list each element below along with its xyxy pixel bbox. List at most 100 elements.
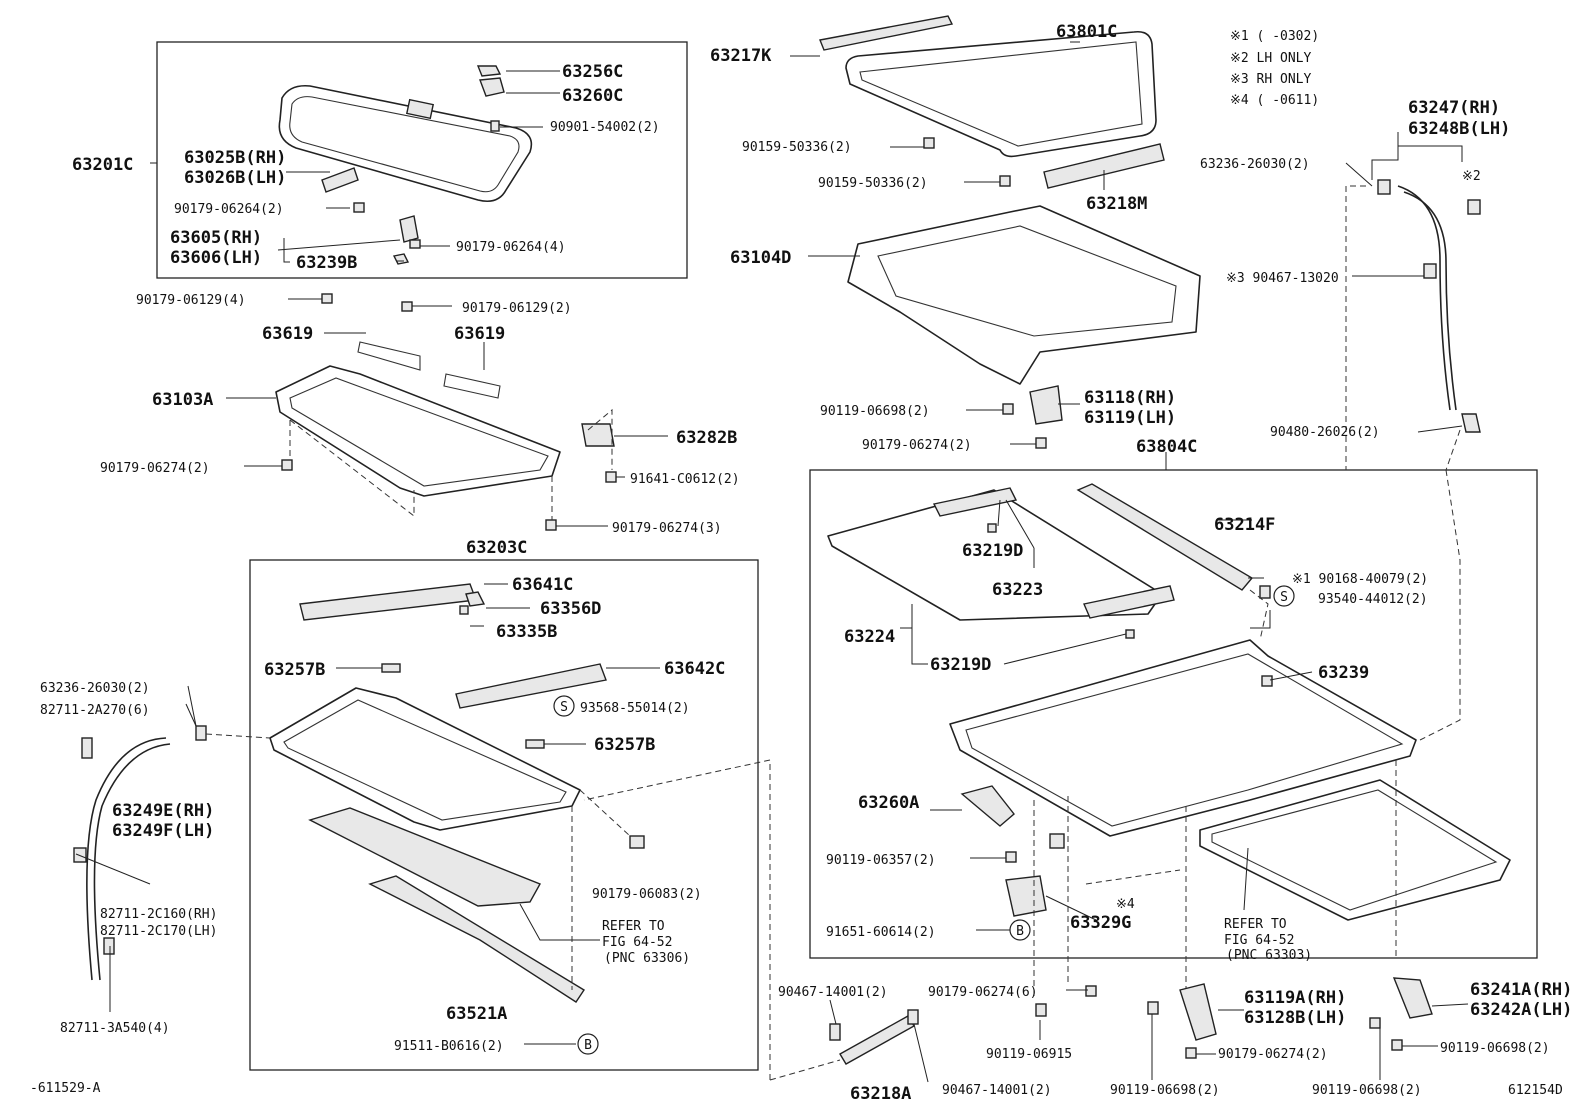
- label-63214F: 63214F: [1214, 515, 1275, 535]
- dash-left-hose: [205, 733, 271, 739]
- label-63218A: 63218A: [850, 1084, 911, 1099]
- label-63217K: 63217K: [710, 46, 772, 66]
- label-63218M: 63218M: [1086, 194, 1147, 214]
- label-63241A: 63241A(RH): [1470, 980, 1572, 1000]
- label-82711-2C160: 82711-2C160(RH): [100, 907, 217, 922]
- label-63249F: 63249F(LH): [112, 821, 214, 841]
- label-90168-40079: ※1 90168-40079(2): [1292, 572, 1428, 587]
- label-82711-2A270: 82711-2A270(6): [40, 703, 150, 718]
- label-90119-06698-d: 90119-06698(2): [1440, 1041, 1550, 1056]
- frame-assembly-drawing: [949, 585, 1511, 921]
- note-4: ※4 ( -0611): [1230, 93, 1319, 108]
- drain-hose-left-drawing: [73, 725, 207, 981]
- label-63119A: 63119A(RH): [1244, 988, 1346, 1008]
- label-63249E: 63249E(RH): [112, 801, 214, 821]
- label-90467-14001-b: 90467-14001(2): [942, 1083, 1052, 1098]
- ref-63303-line3: (PNC 63303): [1226, 948, 1312, 963]
- dashes-63103A: [289, 408, 613, 520]
- note-1: ※1 ( -0302): [1230, 29, 1319, 44]
- group-box-63804C: [809, 469, 1538, 959]
- bracket-63025B-drawing: [321, 167, 421, 265]
- label-90179-06274-2c: 90179-06274(2): [1218, 1047, 1328, 1062]
- label-63239: 63239: [1318, 663, 1369, 683]
- label-90179-06274-6: 90179-06274(6): [928, 985, 1038, 1000]
- handle-63256C-drawing: [476, 65, 505, 132]
- label-90179-06274-2a: 90179-06274(2): [100, 461, 210, 476]
- label-63248B: 63248B(LH): [1408, 119, 1510, 139]
- note-3: ※3 RH ONLY: [1230, 72, 1312, 87]
- label-82711-2C170: 82711-2C170(LH): [100, 924, 217, 939]
- label-63203C: 63203C: [466, 538, 527, 558]
- label-63242A: 63242A(LH): [1470, 1000, 1572, 1020]
- label-90119-06915: 90119-06915: [986, 1047, 1072, 1062]
- label-90119-06698-b: 90119-06698(2): [1110, 1083, 1220, 1098]
- drain-hose-right-drawing: [1377, 179, 1481, 433]
- marker-b-91651: B: [1009, 919, 1031, 941]
- marker-s-93568: S: [553, 695, 575, 717]
- ref-63303-line2: FIG 64-52: [1224, 933, 1294, 948]
- label-63335B: 63335B: [496, 622, 557, 642]
- label-63641C: 63641C: [512, 575, 573, 595]
- label-63282B: 63282B: [676, 428, 737, 448]
- label-63619-a: 63619: [262, 324, 313, 344]
- label-63026B: 63026B(LH): [184, 168, 286, 188]
- label-90179-06129-2: 90179-06129(2): [462, 301, 572, 316]
- housing-63104D-drawing: [847, 205, 1201, 449]
- svg-text:B: B: [1016, 924, 1024, 939]
- label-63239B: 63239B: [296, 253, 357, 273]
- label-93540-44012: 93540-44012(2): [1318, 592, 1428, 607]
- dashes-63203C: [571, 789, 631, 990]
- note-2-marker: ※2: [1462, 169, 1481, 184]
- label-90179-06264-4: 90179-06264(4): [456, 240, 566, 255]
- label-63118: 63118(RH): [1084, 388, 1176, 408]
- svg-text:B: B: [584, 1038, 592, 1053]
- label-63329G: 63329G: [1070, 913, 1131, 933]
- footer-right-code: 612154D: [1508, 1083, 1563, 1098]
- label-63025B: 63025B(RH): [184, 148, 286, 168]
- label-63119: 63119(LH): [1084, 408, 1176, 428]
- label-63606: 63606(LH): [170, 248, 262, 268]
- label-90179-06274-2b: 90179-06274(2): [862, 438, 972, 453]
- label-90179-06129-4: 90179-06129(4): [136, 293, 246, 308]
- label-90159-50336-b: 90159-50336(2): [818, 176, 928, 191]
- label-63219D-a: 63219D: [962, 541, 1023, 561]
- ref-63306-line1: REFER TO: [602, 919, 665, 934]
- label-90119-06698-a: 90119-06698(2): [820, 404, 930, 419]
- clip-drawing-a: [321, 293, 333, 304]
- label-90179-06083: 90179-06083(2): [592, 887, 702, 902]
- label-63247: 63247(RH): [1408, 98, 1500, 118]
- dashes-bottom: [583, 759, 841, 1081]
- label-90901-54002: 90901-54002(2): [550, 120, 660, 135]
- drip-frame-63103A-drawing: [275, 341, 617, 531]
- label-63256C: 63256C: [562, 62, 623, 82]
- group-box-63201C: [156, 41, 688, 279]
- leader-lines: [75, 41, 1469, 1083]
- label-63257B-a: 63257B: [264, 660, 325, 680]
- label-63236-26030-right: 63236-26030(2): [1200, 157, 1310, 172]
- label-91511-B0616: 91511-B0616(2): [394, 1039, 504, 1054]
- clip-drawing-b: [401, 301, 413, 312]
- label-63104D: 63104D: [730, 248, 791, 268]
- label-90467-14001-a: 90467-14001(2): [778, 985, 888, 1000]
- label-82711-3A540: 82711-3A540(4): [60, 1021, 170, 1036]
- label-63804C: 63804C: [1136, 437, 1197, 457]
- svg-text:S: S: [560, 700, 568, 715]
- label-63257B-b: 63257B: [594, 735, 655, 755]
- label-63356D: 63356D: [540, 599, 601, 619]
- label-63103A: 63103A: [152, 390, 213, 410]
- label-63128B: 63128B(LH): [1244, 1008, 1346, 1028]
- dashes-right-hose: [1345, 185, 1461, 741]
- footer-left-code: -611529-A: [30, 1081, 101, 1096]
- label-63219D-b: 63219D: [930, 655, 991, 675]
- group-box-63203C: [249, 559, 759, 1071]
- sunshade-panel-drawing: [278, 84, 533, 203]
- label-90480-26026: 90480-26026(2): [1270, 425, 1380, 440]
- label-63201C: 63201C: [72, 155, 133, 175]
- label-63521A: 63521A: [446, 1004, 507, 1024]
- label-63260A: 63260A: [858, 793, 919, 813]
- rail-63214F-drawing: [1076, 483, 1254, 591]
- label-91651-60614: 91651-60614(2): [826, 925, 936, 940]
- marker-b-91511: B: [577, 1033, 599, 1055]
- label-93568-55014: 93568-55014(2): [580, 701, 690, 716]
- label-63236-26030-left: 63236-26030(2): [40, 681, 150, 696]
